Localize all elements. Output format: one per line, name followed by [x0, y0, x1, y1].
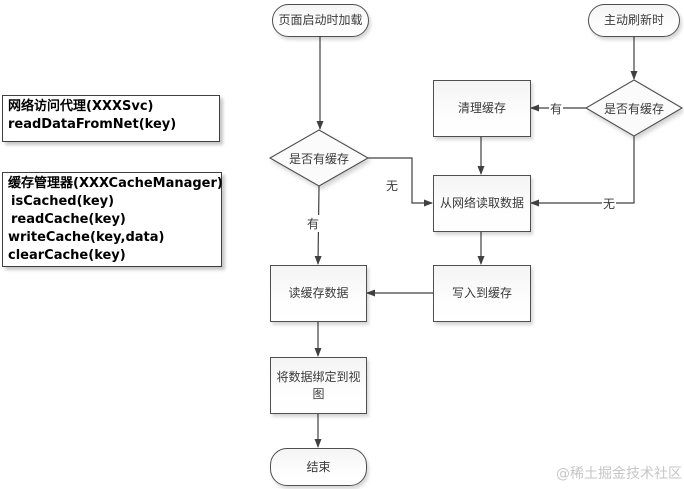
node-decision-refresh-label: 是否有缓存	[603, 102, 664, 116]
node-read-network: 从网络读取数据	[433, 175, 531, 232]
edge-decision-no-to-network	[368, 157, 433, 207]
annotation-cache-manager-line: isCached(key)	[11, 194, 115, 209]
watermark: @稀土掘金技术社区	[556, 466, 682, 482]
edge-label-refresh-yes: 有	[549, 100, 564, 117]
node-end: 结束	[270, 448, 367, 486]
edge-label-main-yes: 有	[306, 215, 321, 232]
node-start-page: 页面启动时加载	[272, 4, 369, 37]
annotation-cache-manager-line: readCache(key)	[11, 212, 126, 227]
annotation-cache-manager-line: writeCache(key,data)	[8, 230, 165, 245]
node-read-cache: 读缓存数据	[270, 265, 367, 322]
edge-label-main-no: 无	[385, 177, 400, 194]
annotation-network-proxy-line: readDataFromNet(key)	[8, 117, 177, 132]
edge-decision2-no-to-network	[530, 136, 635, 207]
annotation-cache-manager-line: clearCache(key)	[8, 248, 126, 263]
node-bind-view: 将数据绑定到视图	[270, 357, 367, 414]
node-clear-cache: 清理缓存	[433, 80, 531, 137]
node-start-refresh: 主动刷新时	[588, 4, 680, 37]
edge-label-refresh-no: 无	[602, 195, 617, 212]
node-write-cache: 写入到缓存	[433, 265, 531, 322]
node-decision-main-label: 是否有缓存	[288, 152, 349, 166]
annotation-cache-manager: 缓存管理器(XXXCacheManager) isCached(key) rea…	[2, 172, 223, 267]
annotation-network-proxy-title: 网络访问代理(XXXSvc)	[8, 99, 154, 114]
annotation-cache-manager-title: 缓存管理器(XXXCacheManager)	[8, 176, 223, 191]
annotation-network-proxy: 网络访问代理(XXXSvc) readDataFromNet(key)	[2, 95, 220, 142]
